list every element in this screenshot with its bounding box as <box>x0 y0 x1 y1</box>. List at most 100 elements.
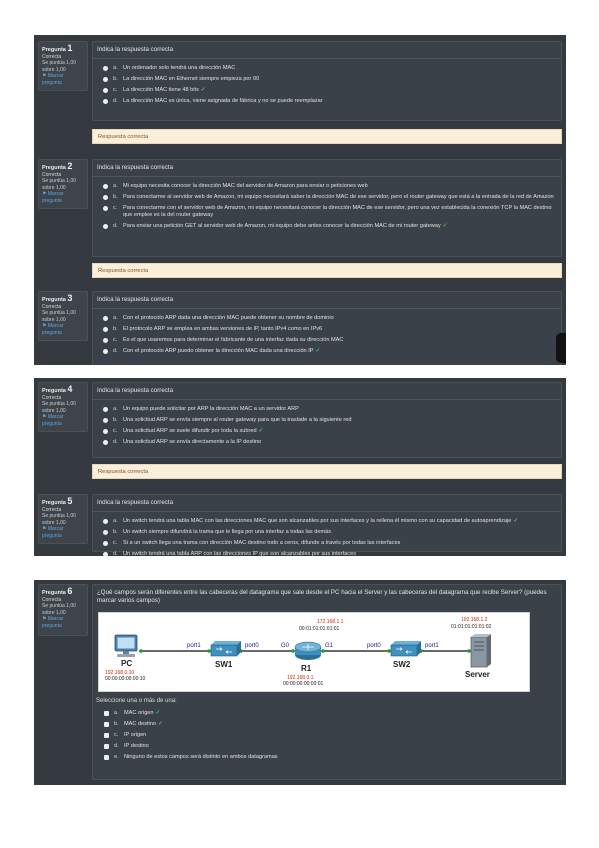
select-prompt: Seleccione una o más de una: <box>96 698 177 704</box>
radio-icon[interactable] <box>103 349 108 354</box>
answer-option[interactable]: a.Un equipo puede solicitar por ARP la d… <box>103 406 557 413</box>
option-label: La dirección MAC en Ethernet siempre emp… <box>123 76 260 82</box>
answer-option[interactable]: b.MAC destino✓ <box>104 721 550 728</box>
option-letter: b. <box>113 417 118 423</box>
option-label: Para conectarme al servidor web de Amazo… <box>123 194 554 200</box>
option-letter: b. <box>114 721 119 727</box>
radio-icon[interactable] <box>103 327 108 332</box>
link-status-dot <box>291 649 295 653</box>
flag-question-link[interactable]: ⚑ Marcar pregunta <box>42 526 64 539</box>
radio-icon[interactable] <box>103 77 108 82</box>
radio-icon[interactable] <box>103 66 108 71</box>
question-panel-2: Indica la respuesta correcta a.Mi equipo… <box>92 159 562 257</box>
answer-option[interactable]: c. Si a un switch llega una trama con dir… <box>103 540 557 547</box>
radio-icon[interactable] <box>103 429 108 434</box>
feedback-correct: Respuesta correcta <box>92 129 562 144</box>
checkbox-icon[interactable] <box>104 744 109 749</box>
answer-option[interactable]: d.IP destino <box>104 743 550 750</box>
flag-question-link[interactable]: ⚑ Marcar pregunta <box>42 191 64 204</box>
answer-option[interactable]: a.Un switch tendrá una tabla MAC con las… <box>103 518 557 525</box>
answer-options: a.Un switch tendrá una tabla MAC con las… <box>93 512 561 556</box>
option-label: Mi equipo necesita conocer la dirección … <box>123 183 368 189</box>
check-icon: ✓ <box>513 518 519 524</box>
option-letter: c. <box>113 87 118 93</box>
answer-option[interactable]: a.Un ordenador solo tendrá una dirección… <box>103 65 557 72</box>
flag-label: Marcar pregunta <box>42 526 64 539</box>
answer-option[interactable]: b.Para conectarme al servidor web de Ama… <box>103 194 557 201</box>
radio-icon[interactable] <box>103 184 108 189</box>
option-label: Ninguno de estos campos será distinto en… <box>124 754 278 760</box>
answer-option[interactable]: c.Para conectarme con el servidor web de… <box>103 205 557 219</box>
answer-option[interactable]: b.Un switch siempre difundirá la trama q… <box>103 529 557 536</box>
checkbox-icon[interactable] <box>104 711 109 716</box>
option-letter: c. <box>113 428 118 434</box>
option-letter: b. <box>113 326 118 332</box>
radio-icon[interactable] <box>103 541 108 546</box>
option-letter: c. <box>113 540 118 546</box>
radio-icon[interactable] <box>103 99 108 104</box>
radio-icon[interactable] <box>103 88 108 93</box>
answer-option[interactable]: c.La dirección MAC tiene 48 bits✓ <box>103 87 557 94</box>
radio-icon[interactable] <box>103 440 108 445</box>
radio-icon[interactable] <box>103 195 108 200</box>
answer-option[interactable]: a.MAC origen✓ <box>104 710 550 717</box>
radio-icon[interactable] <box>103 206 108 211</box>
question-info-3: Pregunta 3 Correcta Se puntúa 1,00 sobre… <box>38 291 88 341</box>
answer-option[interactable]: e.Ninguno de estos campos será distinto … <box>104 754 550 761</box>
answer-option[interactable]: a.Mi equipo necesita conocer la direcció… <box>103 183 557 190</box>
answer-option[interactable]: a.Con el protocolo ARP dada una direcció… <box>103 315 557 322</box>
checkbox-icon[interactable] <box>104 733 109 738</box>
option-text: Mi equipo necesita conocer la dirección … <box>123 183 557 190</box>
checkbox-icon[interactable] <box>104 755 109 760</box>
radio-icon[interactable] <box>103 338 108 343</box>
radio-icon[interactable] <box>103 418 108 423</box>
link-status-dot <box>467 649 471 653</box>
radio-icon[interactable] <box>103 224 108 229</box>
answer-option[interactable]: c.IP origen <box>104 732 550 739</box>
radio-icon[interactable] <box>103 316 108 321</box>
answer-option[interactable]: d.Una solicitud ARP se envía directament… <box>103 439 557 446</box>
option-label: La dirección MAC tiene 48 bits <box>123 87 199 93</box>
option-text: MAC origen✓ <box>124 710 550 717</box>
pc-ip: 192.168.0.10 <box>105 670 134 676</box>
answer-options: a.Un equipo puede solicitar por ARP la d… <box>93 400 561 452</box>
option-letter: d. <box>113 551 118 556</box>
radio-icon[interactable] <box>103 407 108 412</box>
answer-option[interactable]: b.El protocolo ARP se emplea en ambas ve… <box>103 326 557 333</box>
option-letter: a. <box>113 315 118 321</box>
radio-icon[interactable] <box>103 552 108 556</box>
question-number: 1 <box>67 43 73 53</box>
answer-option[interactable]: c.Una solicitud ARP se suele difundir po… <box>103 428 557 435</box>
question-text: ¿Qué campos serán diferentes entre las c… <box>97 589 547 604</box>
flag-question-link[interactable]: ⚑ Marcar pregunta <box>42 616 64 629</box>
flag-question-link[interactable]: ⚑ Marcar pregunta <box>42 414 64 427</box>
option-letter: c. <box>113 337 118 343</box>
option-text: La dirección MAC es única, viene asignad… <box>123 98 557 105</box>
option-label: Para enviar una petición GET al servidor… <box>123 223 441 229</box>
answer-option[interactable]: b.Una solicitud ARP se envía siempre al … <box>103 417 557 424</box>
question-status: Correcta <box>42 506 62 513</box>
answer-option[interactable]: d.Con el protocolo ARP puedo obtener la … <box>103 348 557 355</box>
flag-question-link[interactable]: ⚑ Marcar pregunta <box>42 73 64 86</box>
question-info-2: Pregunta 2 Correcta Se puntúa 1,00 sobre… <box>38 159 88 209</box>
r1-g0-ip: 192.168.0.1 <box>287 675 314 681</box>
answer-option[interactable]: b.La dirección MAC en Ethernet siempre e… <box>103 76 557 83</box>
sw1-port0-label: port0 <box>245 643 259 649</box>
answer-option[interactable]: d.La dirección MAC es única, viene asign… <box>103 98 557 105</box>
option-letter: c. <box>114 732 119 738</box>
flag-label: Marcar pregunta <box>42 323 64 336</box>
answer-option[interactable]: d.Para enviar una petición GET al servid… <box>103 223 557 230</box>
flag-question-link[interactable]: ⚑ Marcar pregunta <box>42 323 64 336</box>
feedback-correct: Respuesta correcta <box>92 464 562 479</box>
checkbox-icon[interactable] <box>104 722 109 727</box>
option-label: IP destino <box>124 743 149 749</box>
radio-icon[interactable] <box>103 530 108 535</box>
answer-option[interactable]: d.Un switch tendrá una tabla ARP con las… <box>103 551 557 556</box>
answer-option[interactable]: c.Es el que usaremos para determinar el … <box>103 337 557 344</box>
scrollbar-thumb[interactable] <box>556 333 566 363</box>
r1-g1-label: G1 <box>325 643 334 649</box>
radio-icon[interactable] <box>103 519 108 524</box>
option-letter: d. <box>113 439 118 445</box>
option-label: Si a un switch llega una trama con direc… <box>123 540 401 546</box>
option-letter: a. <box>113 406 118 412</box>
